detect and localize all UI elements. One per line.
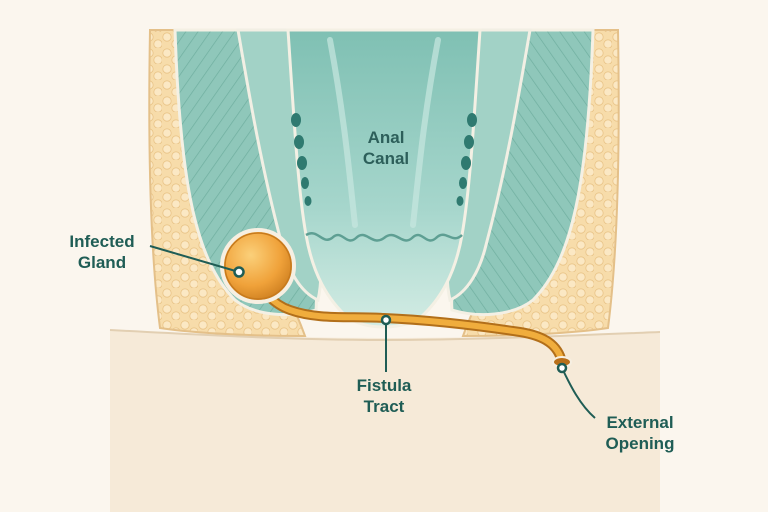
- infected-gland: [220, 228, 296, 304]
- right-vessels: [456, 113, 477, 206]
- dentate-line: [305, 232, 463, 242]
- anal-canal-label-line1: Anal: [367, 128, 405, 147]
- fistula-tract-label: Fistula Tract: [334, 375, 434, 417]
- canal-fold-left: [327, 37, 358, 228]
- fistula-tract-label-line2: Tract: [363, 397, 405, 416]
- fistula-tract-label-line1: Fistula: [356, 376, 412, 395]
- anal-canal-label-line2: Canal: [362, 149, 410, 168]
- external-opening-label: External Opening: [585, 412, 695, 454]
- anal-canal-label: Anal Canal: [336, 127, 436, 169]
- infected-gland-label-line1: Infected: [69, 232, 135, 251]
- leader-gland: [149, 245, 240, 273]
- infected-gland-label: Infected Gland: [52, 231, 152, 273]
- infected-gland-label-line2: Gland: [77, 253, 127, 272]
- external-opening-label-line2: Opening: [605, 434, 675, 453]
- anal-canal: [286, 28, 482, 329]
- external-opening-label-line1: External: [606, 413, 674, 432]
- skin-surface: [110, 330, 660, 512]
- skin-line: [109, 329, 661, 342]
- left-vessels: [291, 113, 312, 206]
- canal-fold-right: [410, 37, 441, 228]
